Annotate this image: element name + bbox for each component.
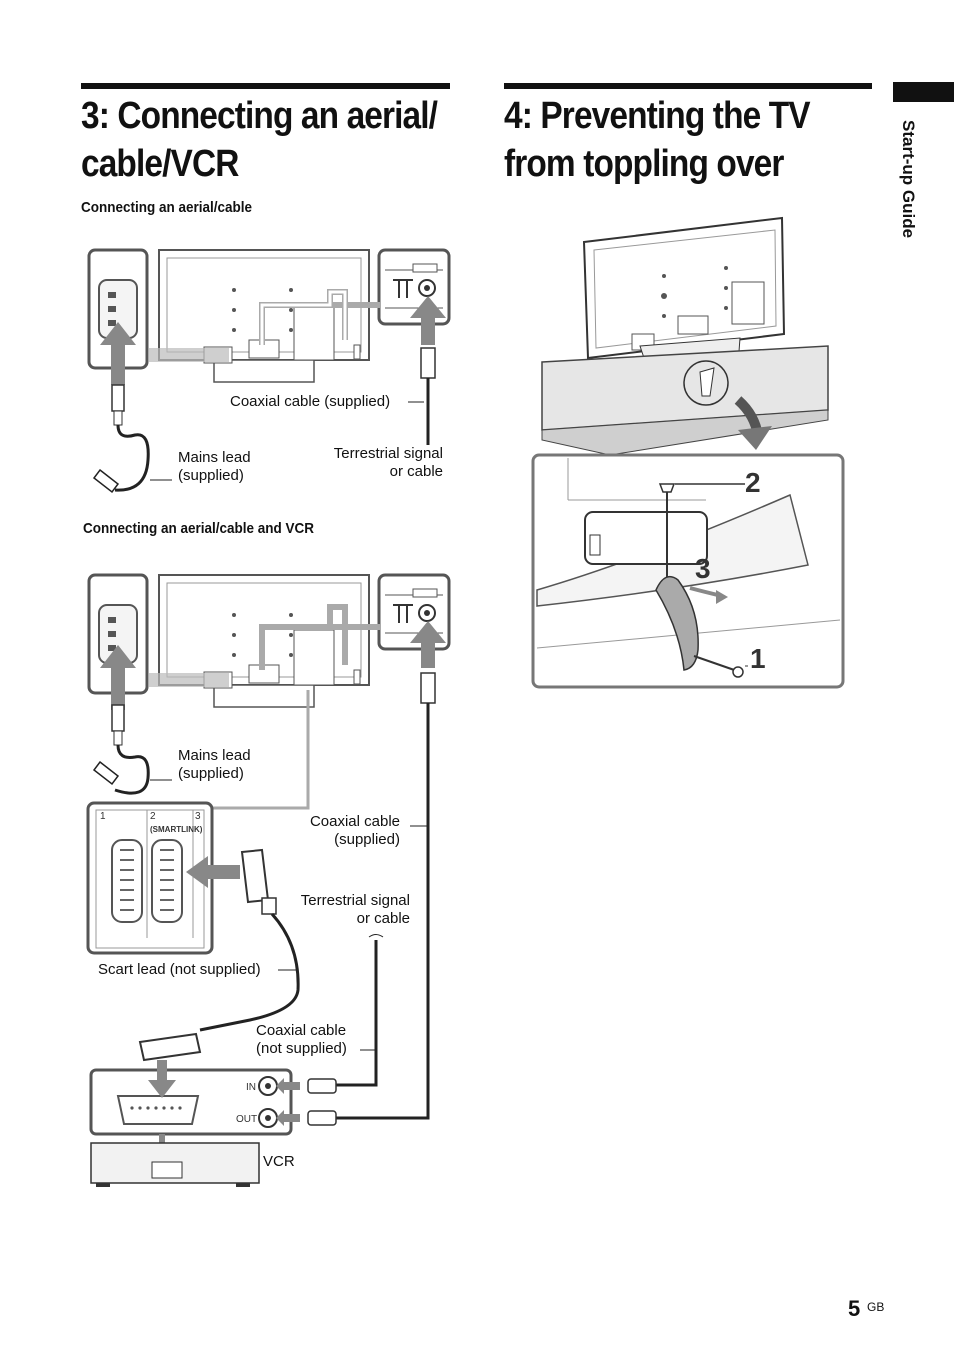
subheading-aerial-cable-vcr: Connecting an aerial/cable and VCR [83,520,315,537]
d2-coax-line1: Coaxial cable [309,813,400,830]
d2-mains-lead-line1: Mains lead [178,747,251,764]
d2-coax-ns-line2: (not supplied) [256,1040,347,1057]
vcr-in-label: IN [246,1082,256,1093]
section3-rule [81,83,450,89]
vcr-out-label: OUT [236,1114,257,1125]
page-number: 5 [848,1296,861,1321]
d2-coax-ns-line1: Coaxial cable [256,1022,347,1039]
d1-mains-lead-line1: Mains lead [178,449,251,466]
d2-vcr-label: VCR [263,1153,295,1170]
d2-coax-line2: (supplied) [334,831,400,848]
d2-terrestrial-line1: Terrestrial signal [300,892,410,909]
section4-title-line1: 4: Preventing the TV [504,95,811,137]
scart-port-2-label: 2 [150,811,156,822]
scart-port-3-label: 3 [195,811,201,822]
side-tab-bar [893,82,954,102]
d1-terrestrial-line1: Terrestrial signal [333,445,443,462]
section4-rule [504,83,872,89]
step-3-label: 3 [695,553,711,584]
step-2-label: 2 [745,467,761,498]
smartlink-label: (SMARTLINK) [150,825,203,834]
subheading-aerial-cable: Connecting an aerial/cable [81,199,253,216]
scart-port-1-label: 1 [100,811,106,822]
d2-scart-lead-label: Scart lead (not supplied) [98,961,261,978]
section3-title-line1: 3: Connecting an aerial/ [81,95,438,137]
d2-terrestrial-line2: or cable [356,910,410,927]
d1-coax-label: Coaxial cable (supplied) [230,393,391,410]
page-suffix: GB [867,1300,885,1314]
step-1-label: 1 [750,643,766,674]
d2-mains-lead-line2: (supplied) [178,765,244,782]
d1-terrestrial-line2: or cable [389,463,443,480]
d1-mains-lead-line2: (supplied) [178,467,244,484]
section4-title-line2: from toppling over [504,143,784,185]
section3-title-line2: cable/VCR [81,143,239,185]
side-tab-label: Start-up Guide [899,120,918,239]
